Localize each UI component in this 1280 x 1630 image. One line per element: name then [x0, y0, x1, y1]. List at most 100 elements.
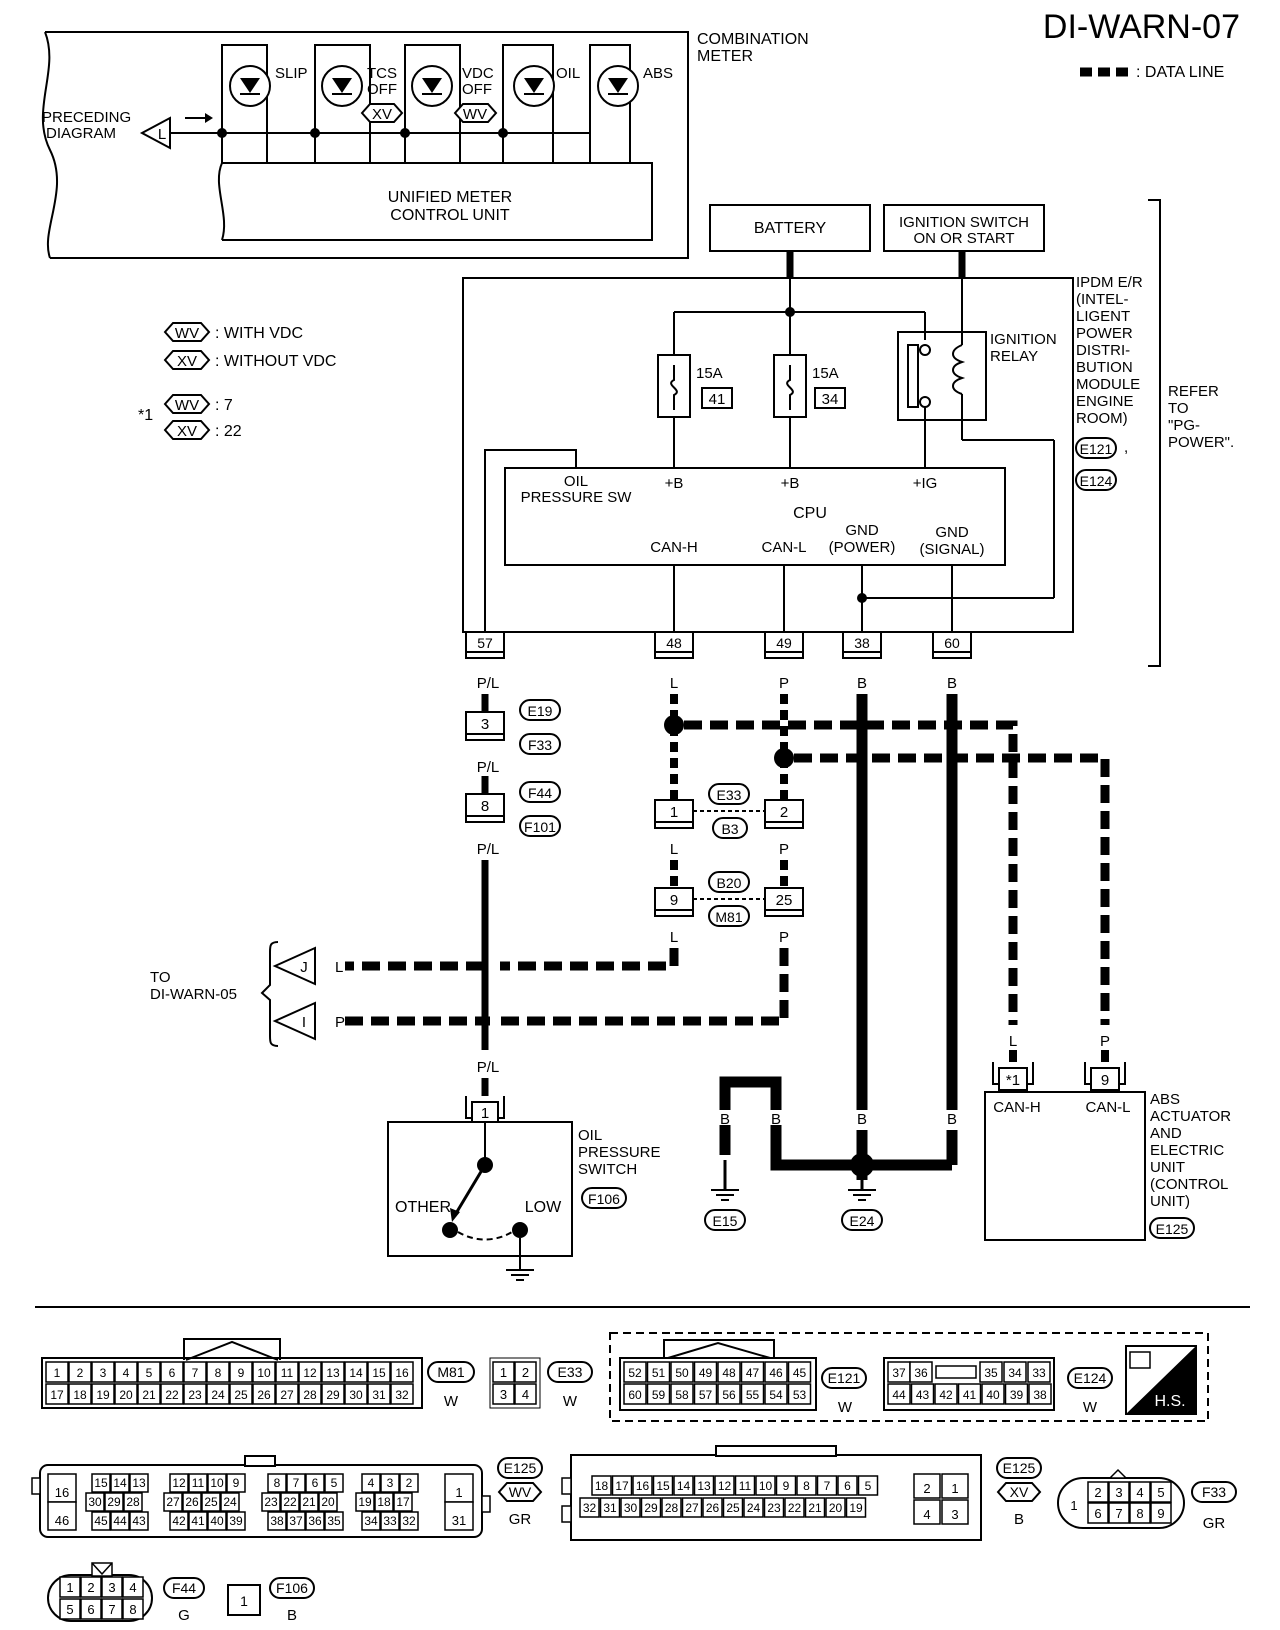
m81-housing — [41, 1357, 423, 1409]
e125-wv-color: GR — [509, 1511, 532, 1528]
svg-text:OIL: OIL — [578, 1127, 602, 1144]
e125-wv-pin — [361, 1473, 381, 1493]
e125-wv-pin — [129, 1511, 149, 1531]
e125-xv-pin — [722, 1497, 744, 1518]
e125-wv-pin-label: 43 — [132, 1514, 146, 1528]
svg-text:TO: TO — [1168, 400, 1189, 417]
m81-pin-label: 24 — [211, 1388, 225, 1402]
m81-pin-label: 14 — [349, 1366, 363, 1380]
svg-text:E24: E24 — [850, 1213, 875, 1229]
e125-xv-lock — [715, 1445, 837, 1457]
m81-pin — [275, 1383, 299, 1405]
f44-name-label: F44 — [172, 1580, 196, 1596]
svg-text:L: L — [670, 929, 678, 946]
svg-text:BUTION: BUTION — [1076, 359, 1133, 376]
f33-pin-label: 8 — [1136, 1506, 1143, 1521]
e125-xv-pin — [941, 1499, 969, 1525]
svg-text:+B: +B — [665, 475, 684, 492]
e124-pin-label: 37 — [892, 1366, 906, 1380]
m81-pin — [137, 1383, 161, 1405]
svg-text:ENGINE: ENGINE — [1076, 393, 1134, 410]
e125-xv-pin-label: 16 — [636, 1479, 650, 1493]
e125-xv-pin — [784, 1497, 805, 1518]
svg-text:IGNITION SWITCH: IGNITION SWITCH — [899, 214, 1029, 231]
e125-wv-pin — [91, 1511, 111, 1531]
e121-pin-label: 45 — [793, 1366, 807, 1380]
svg-text:E124: E124 — [1080, 473, 1113, 489]
f33-name — [1191, 1481, 1237, 1503]
e125-wv-pin-label: 26 — [185, 1495, 199, 1509]
e124-pin-label: 35 — [984, 1366, 998, 1380]
e125-xv-pin — [816, 1475, 838, 1496]
e121-lock-mark — [667, 1341, 771, 1359]
m81-pin-label: 17 — [50, 1388, 64, 1402]
svg-text:: WITHOUT VDC: : WITHOUT VDC — [215, 353, 336, 370]
e125-xv-pin — [804, 1497, 826, 1518]
e125-wv-pin — [399, 1511, 419, 1531]
m81-pin — [252, 1361, 276, 1383]
e125-wv-pin — [188, 1473, 208, 1493]
e125-xv-pin-label: 24 — [747, 1501, 761, 1515]
svg-text:OTHER: OTHER — [395, 1199, 451, 1216]
e125-wv-pin — [169, 1473, 189, 1493]
e33-pin-label: 2 — [522, 1365, 529, 1380]
svg-text:XV: XV — [177, 423, 197, 440]
e125-wv-pin-label: 20 — [321, 1495, 335, 1509]
ignition-relay — [897, 331, 987, 421]
to-di-warn-05: TO DI-WARN-05 J I L P — [150, 941, 345, 1047]
e125-xv-pin — [857, 1475, 879, 1496]
e125-wv-pin — [299, 1492, 319, 1512]
e125-xv-pin-label: 22 — [788, 1501, 802, 1515]
e125-xv-pin — [652, 1475, 674, 1496]
e125-wv-pin-label: 19 — [358, 1495, 372, 1509]
e125-xv-pin-label: 13 — [697, 1479, 711, 1493]
svg-text:PRESSURE SW: PRESSURE SW — [521, 489, 633, 506]
m81-pin-label: 10 — [257, 1366, 271, 1380]
e124-pin — [1004, 1383, 1029, 1405]
e124-pin-label: 42 — [939, 1388, 953, 1402]
e124-pin — [910, 1383, 935, 1405]
svg-text:L: L — [335, 959, 343, 976]
m81-pin — [229, 1361, 253, 1383]
e125-wv-pin-label: 4 — [368, 1476, 375, 1490]
m81-pin — [252, 1383, 276, 1405]
m81-pin-label: 20 — [119, 1388, 133, 1402]
e125-xv-pin — [743, 1497, 764, 1518]
svg-text:60: 60 — [944, 635, 960, 651]
e125-wv-pin-label: 25 — [204, 1495, 218, 1509]
m81-pin-label: 8 — [215, 1366, 222, 1380]
e33-pin — [514, 1383, 537, 1405]
svg-text:P/L: P/L — [477, 1059, 500, 1076]
e125-xv-pin — [796, 1475, 817, 1496]
svg-text:VDC: VDC — [462, 65, 494, 82]
m81-pin-label: 12 — [303, 1366, 317, 1380]
e121-pin — [623, 1383, 647, 1405]
e125-xv-pin — [599, 1497, 621, 1518]
e125-wv-tab — [481, 1495, 491, 1513]
page-title: DI-WARN-07 — [1043, 8, 1240, 46]
e124-pin — [1028, 1383, 1052, 1405]
svg-text:*1: *1 — [138, 407, 153, 424]
e33-pin — [514, 1361, 537, 1383]
e125-xv-pin — [681, 1497, 703, 1518]
svg-text:J: J — [300, 959, 308, 976]
e124-pin — [909, 1361, 933, 1383]
m81-pin-label: 6 — [169, 1366, 176, 1380]
svg-text:UNIT): UNIT) — [1150, 1193, 1190, 1210]
e121-pin-label: 47 — [746, 1366, 760, 1380]
svg-text:IPDM E/R: IPDM E/R — [1076, 274, 1143, 291]
f44-lock-mark — [91, 1562, 113, 1576]
f33-pin — [1087, 1481, 1109, 1503]
e125-wv-pin-label: 42 — [172, 1514, 186, 1528]
e125-wv-pin — [226, 1473, 246, 1493]
f33-pin — [1087, 1502, 1109, 1524]
svg-text:WV: WV — [175, 325, 199, 342]
svg-text:F106: F106 — [588, 1191, 620, 1207]
m81-pin-label: 22 — [165, 1388, 179, 1402]
f44-pin — [122, 1576, 144, 1598]
e121-pin — [693, 1383, 718, 1405]
m81-pin — [390, 1361, 414, 1383]
svg-text:48: 48 — [666, 635, 682, 651]
f44-pin-label: 7 — [108, 1602, 115, 1617]
